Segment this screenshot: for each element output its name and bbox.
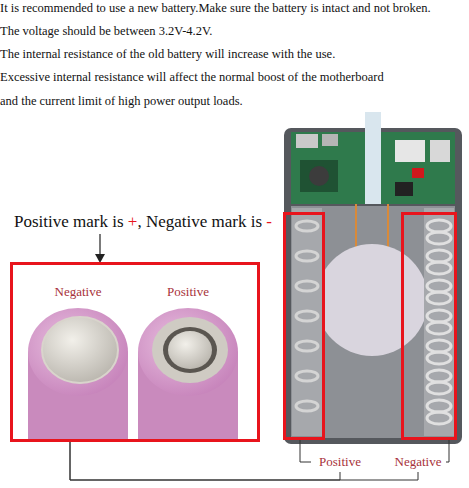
negative-terminal <box>42 317 118 383</box>
connector-line <box>70 442 340 480</box>
wireless-coil-pad <box>316 244 428 356</box>
cap-ring <box>163 327 217 373</box>
springs-left <box>296 221 318 411</box>
red-component <box>412 168 424 178</box>
spring <box>427 370 451 382</box>
battery-callout-box: Negative Positive <box>10 262 260 442</box>
battery-bay <box>291 206 455 438</box>
leader-line <box>446 440 449 462</box>
battery-contact-box: Positive <box>283 212 370 472</box>
battery-wrap <box>28 308 128 396</box>
spring <box>427 262 451 274</box>
spring <box>427 232 451 244</box>
spring <box>296 341 318 351</box>
spring-rail <box>424 208 454 436</box>
spring <box>427 400 451 412</box>
spring <box>427 340 451 352</box>
instruction-line: Excessive internal resistance will affec… <box>0 69 384 85</box>
spring <box>427 412 451 424</box>
instruction-line: The internal resistance of the old batte… <box>0 46 335 62</box>
battery-positive-end <box>138 308 238 439</box>
spring <box>296 281 318 291</box>
battery-negative-end <box>28 308 128 439</box>
arrow-line <box>99 234 100 256</box>
battery-wrap <box>138 308 238 396</box>
battery-contact-box: Negative <box>385 212 457 472</box>
inductor <box>300 160 338 192</box>
spring <box>427 352 451 364</box>
pointer-arrow <box>95 234 105 263</box>
red-outline <box>283 212 325 440</box>
positive-cap <box>152 317 228 383</box>
polarity-label: Negative <box>28 284 128 300</box>
spring <box>296 311 318 321</box>
spring <box>296 251 318 261</box>
usb-port <box>322 134 338 146</box>
power-bank <box>284 112 462 444</box>
usb-port <box>296 134 318 148</box>
wire <box>387 204 389 248</box>
note-text: Positive mark is +, Negative mark is - <box>14 211 272 232</box>
polarity-label: Positive <box>305 454 375 470</box>
usb-port <box>430 140 450 162</box>
spring <box>296 401 318 411</box>
spring-rail <box>292 208 322 436</box>
usb-port <box>395 140 425 162</box>
instruction-line: It is recommended to use a new battery.M… <box>0 0 431 16</box>
spring <box>427 310 451 322</box>
spring <box>296 221 318 231</box>
instruction-line: The voltage should be between 3.2V-4.2V. <box>0 23 212 39</box>
polarity-label: Negative <box>385 454 451 470</box>
leader-line <box>300 440 311 462</box>
coil <box>309 166 329 186</box>
spring <box>296 371 318 381</box>
sign-mark: - <box>266 212 272 231</box>
polarity-label: Positive <box>138 284 238 300</box>
chip <box>395 182 413 196</box>
spring <box>427 220 451 232</box>
red-outline <box>401 212 457 440</box>
spring <box>427 382 451 394</box>
spring <box>427 280 451 292</box>
instruction-line: and the current limit of high power outp… <box>0 93 243 109</box>
ribbon-cable <box>365 112 381 204</box>
connector-line <box>70 442 418 480</box>
terminal-rim <box>42 317 118 383</box>
springs-right <box>427 220 451 424</box>
wire <box>355 204 357 248</box>
spring <box>427 250 451 262</box>
spring <box>427 322 451 334</box>
spring <box>427 292 451 304</box>
positive-terminal <box>168 331 212 369</box>
sign-mark: + <box>128 212 138 231</box>
red-outline <box>10 262 260 442</box>
